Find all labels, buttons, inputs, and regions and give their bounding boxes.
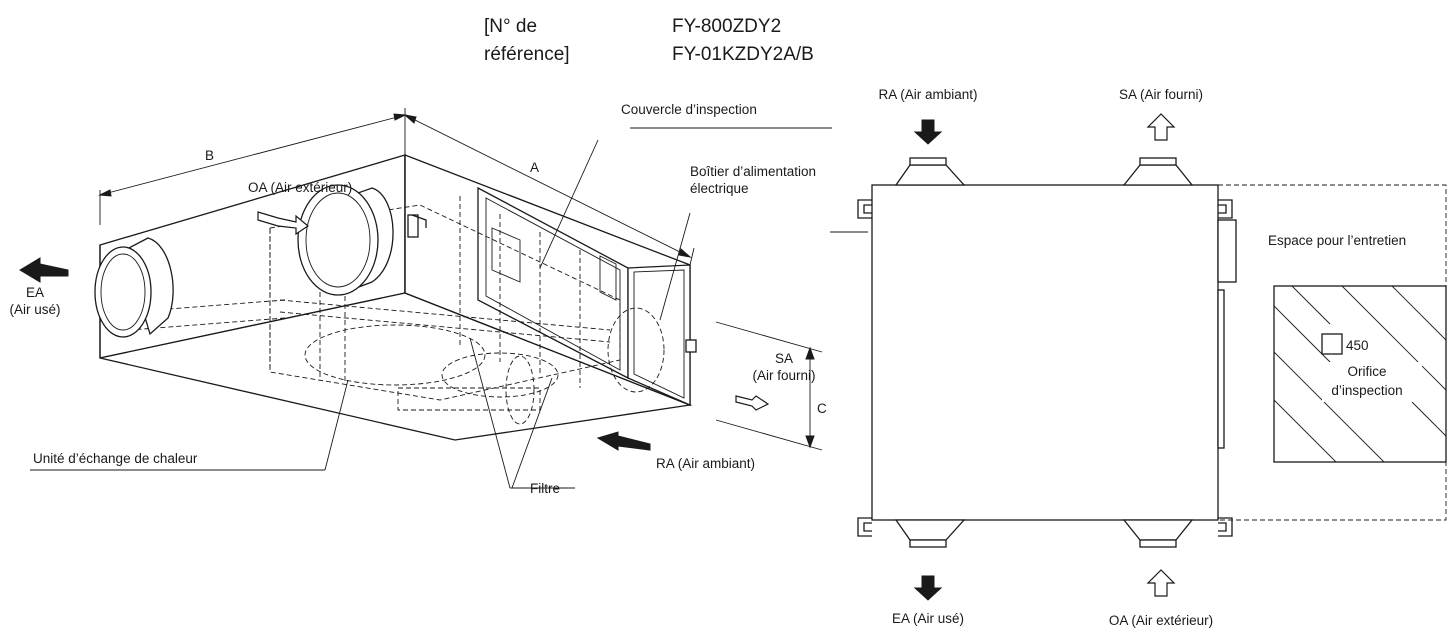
ea-label-line2: (Air usé) (9, 302, 60, 317)
dimension-b-label: B (205, 148, 214, 163)
power-supply-box (607, 264, 697, 406)
airflow-arrows-perspective (19, 211, 770, 451)
perspective-view: A B C (9, 102, 868, 496)
dimension-a: A (403, 108, 695, 266)
ea-duct-collar (94, 237, 174, 338)
ea-arrow-down-icon (913, 575, 943, 601)
unit-top-view-body (871, 184, 1219, 521)
inspection-size-square-icon (1321, 333, 1343, 355)
unit-body (99, 154, 693, 441)
ra-arrow-down-icon (913, 119, 943, 145)
reference-header: [N° de référence] FY-800ZDY2 FY-01KZDY2A… (484, 16, 814, 65)
model-number-1: FY-800ZDY2 (672, 16, 781, 37)
sa-label-line1: SA (775, 351, 793, 366)
ea-label-line1: EA (26, 285, 44, 300)
sa-collar (1122, 164, 1194, 186)
sa-label-line2: (Air fourni) (752, 368, 815, 383)
dimension-c: C (715, 321, 827, 451)
inspection-port-label-line1: Orifice (1347, 364, 1386, 379)
ra-collar (894, 164, 966, 186)
side-junction-box (1217, 219, 1237, 283)
maintenance-space-label: Espace pour l’entretien (1268, 233, 1406, 248)
heat-exchange-unit-label: Unité d’échange de chaleur (33, 451, 198, 466)
ea-collar (894, 519, 966, 541)
model-number-2: FY-01KZDY2A/B (672, 44, 814, 65)
filter-label: Filtre (530, 481, 560, 496)
oa-collar (1122, 519, 1194, 541)
top-view-duct-collars (894, 157, 1194, 548)
top-ea-label: EA (Air usé) (892, 611, 964, 626)
inspection-cover-label: Couvercle d’inspection (621, 102, 757, 117)
top-oa-label: OA (Air extérieur) (1109, 613, 1213, 628)
oa-label: OA (Air extérieur) (248, 180, 352, 195)
reference-label-line2: référence] (484, 44, 570, 65)
top-view: Espace pour l’entretien 450 Orifice d’in… (857, 87, 1447, 628)
power-box-label-line1: Boîtier d’alimentation (690, 164, 816, 179)
power-box-label-line2: électrique (690, 181, 749, 196)
top-sa-label: SA (Air fourni) (1119, 87, 1203, 102)
top-ra-label: RA (Air ambiant) (878, 87, 977, 102)
inspection-port-label-line2: d’inspection (1331, 383, 1402, 398)
inspection-size-label: 450 (1346, 338, 1369, 353)
ea-arrow-icon (19, 257, 69, 283)
oa-duct-collar (297, 184, 427, 296)
reference-label-line1: [N° de (484, 16, 537, 37)
side-access-panel (1217, 289, 1225, 449)
oa-arrow-up-icon (1146, 569, 1176, 597)
sa-arrow-icon (735, 395, 770, 411)
ra-arrow-icon (596, 431, 651, 451)
dimension-a-label: A (530, 160, 539, 175)
dimension-c-label: C (817, 401, 827, 416)
sa-arrow-up-icon (1146, 113, 1176, 141)
hanging-brackets (857, 199, 1233, 537)
oa-arrow-icon (257, 211, 310, 236)
inspection-port-area: 450 Orifice d’inspection (1273, 285, 1447, 463)
ra-label: RA (Air ambiant) (656, 456, 755, 471)
dimension-b: B (98, 113, 407, 225)
leader-lines (30, 127, 868, 489)
